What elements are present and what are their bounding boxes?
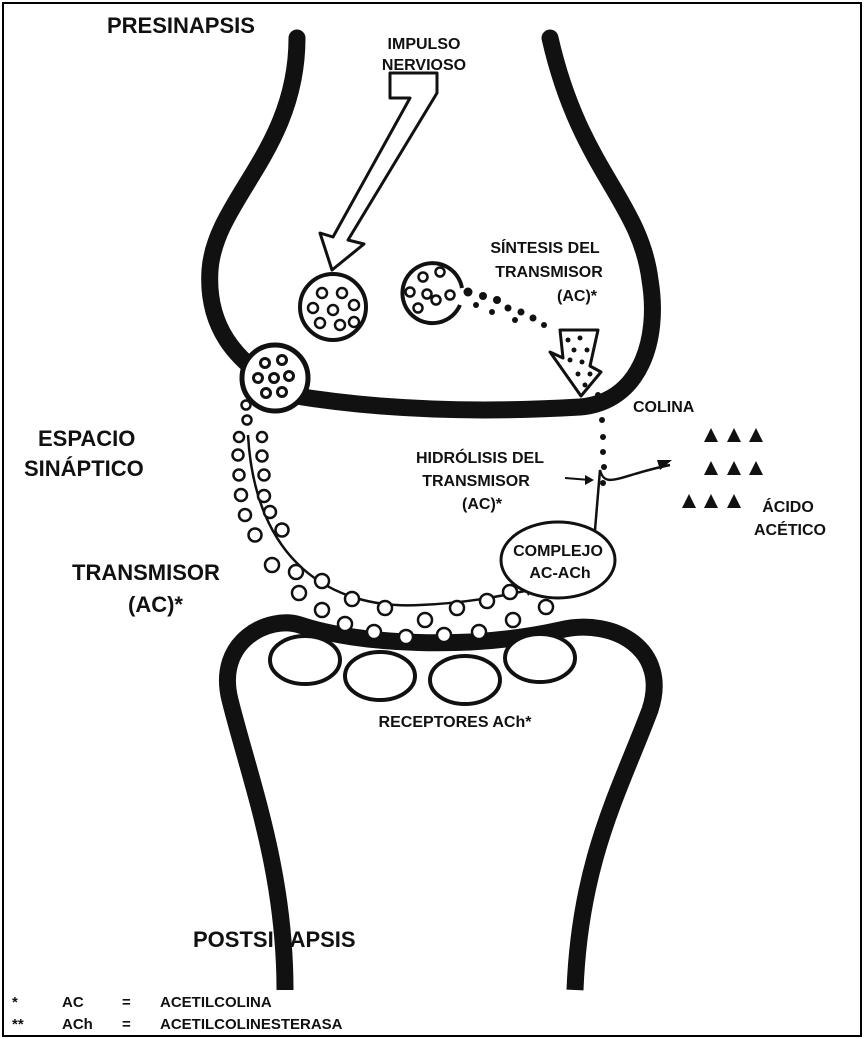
legend-eq-1: = xyxy=(122,994,131,1011)
legend-meaning-1: ACETILCOLINA xyxy=(160,994,272,1011)
impulse-label-2: NERVIOSO xyxy=(382,57,466,74)
legend-abbr-2: ACh xyxy=(62,1016,93,1033)
synthesis-label-1: SÍNTESIS DEL xyxy=(490,238,600,257)
impulse-label-1: IMPULSO xyxy=(388,36,461,53)
synthesis-label-2: TRANSMISOR xyxy=(495,264,603,281)
legend-meaning-2: ACETILCOLINESTERASA xyxy=(160,1016,343,1033)
figure-frame xyxy=(3,3,861,1036)
presinapsis-label: PRESINAPSIS xyxy=(107,13,255,38)
colina-label: COLINA xyxy=(633,399,695,416)
hydrolysis-label-3: (AC)* xyxy=(462,496,503,513)
hydrolysis-label-1: HIDRÓLISIS DEL xyxy=(416,448,544,467)
receptors-label: RECEPTORES ACh* xyxy=(379,714,533,731)
acetic-label-1: ÁCIDO xyxy=(762,497,814,516)
postsinapsis-label: POSTSINAPSIS xyxy=(193,927,356,952)
espacio-label-2: SINÁPTICO xyxy=(24,456,144,481)
espacio-label-1: ESPACIO xyxy=(38,426,135,451)
transmitter-label-1: TRANSMISOR xyxy=(72,560,220,585)
complex-label-1: COMPLEJO xyxy=(513,543,603,560)
transmitter-label-2: (AC)* xyxy=(128,592,183,617)
legend-mark-1: * xyxy=(12,994,18,1011)
legend-abbr-1: AC xyxy=(62,994,84,1011)
synthesis-label-3: (AC)* xyxy=(557,288,598,305)
legend-eq-2: = xyxy=(122,1016,131,1033)
hydrolysis-label-2: TRANSMISOR xyxy=(422,473,530,490)
legend-mark-2: ** xyxy=(12,1016,24,1033)
complex-ellipse xyxy=(501,522,615,598)
complex-label-2: AC-ACh xyxy=(529,565,590,582)
acetic-label-2: ACÉTICO xyxy=(754,520,826,539)
